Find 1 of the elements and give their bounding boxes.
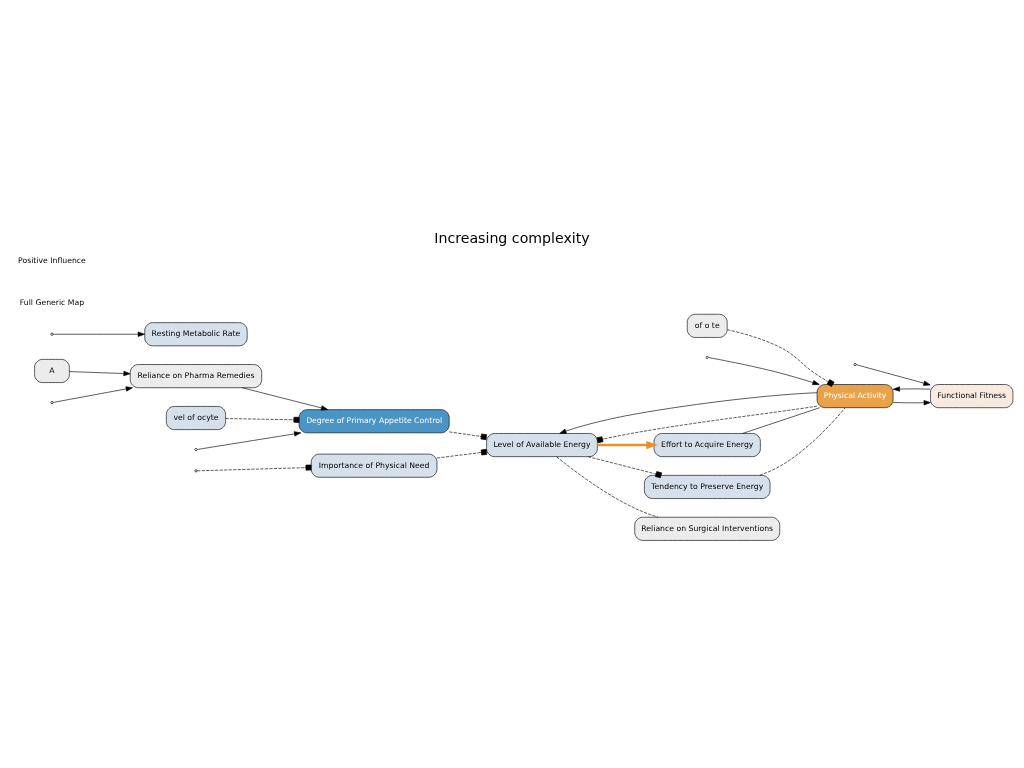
diagram-title: Increasing complexity xyxy=(434,228,590,245)
